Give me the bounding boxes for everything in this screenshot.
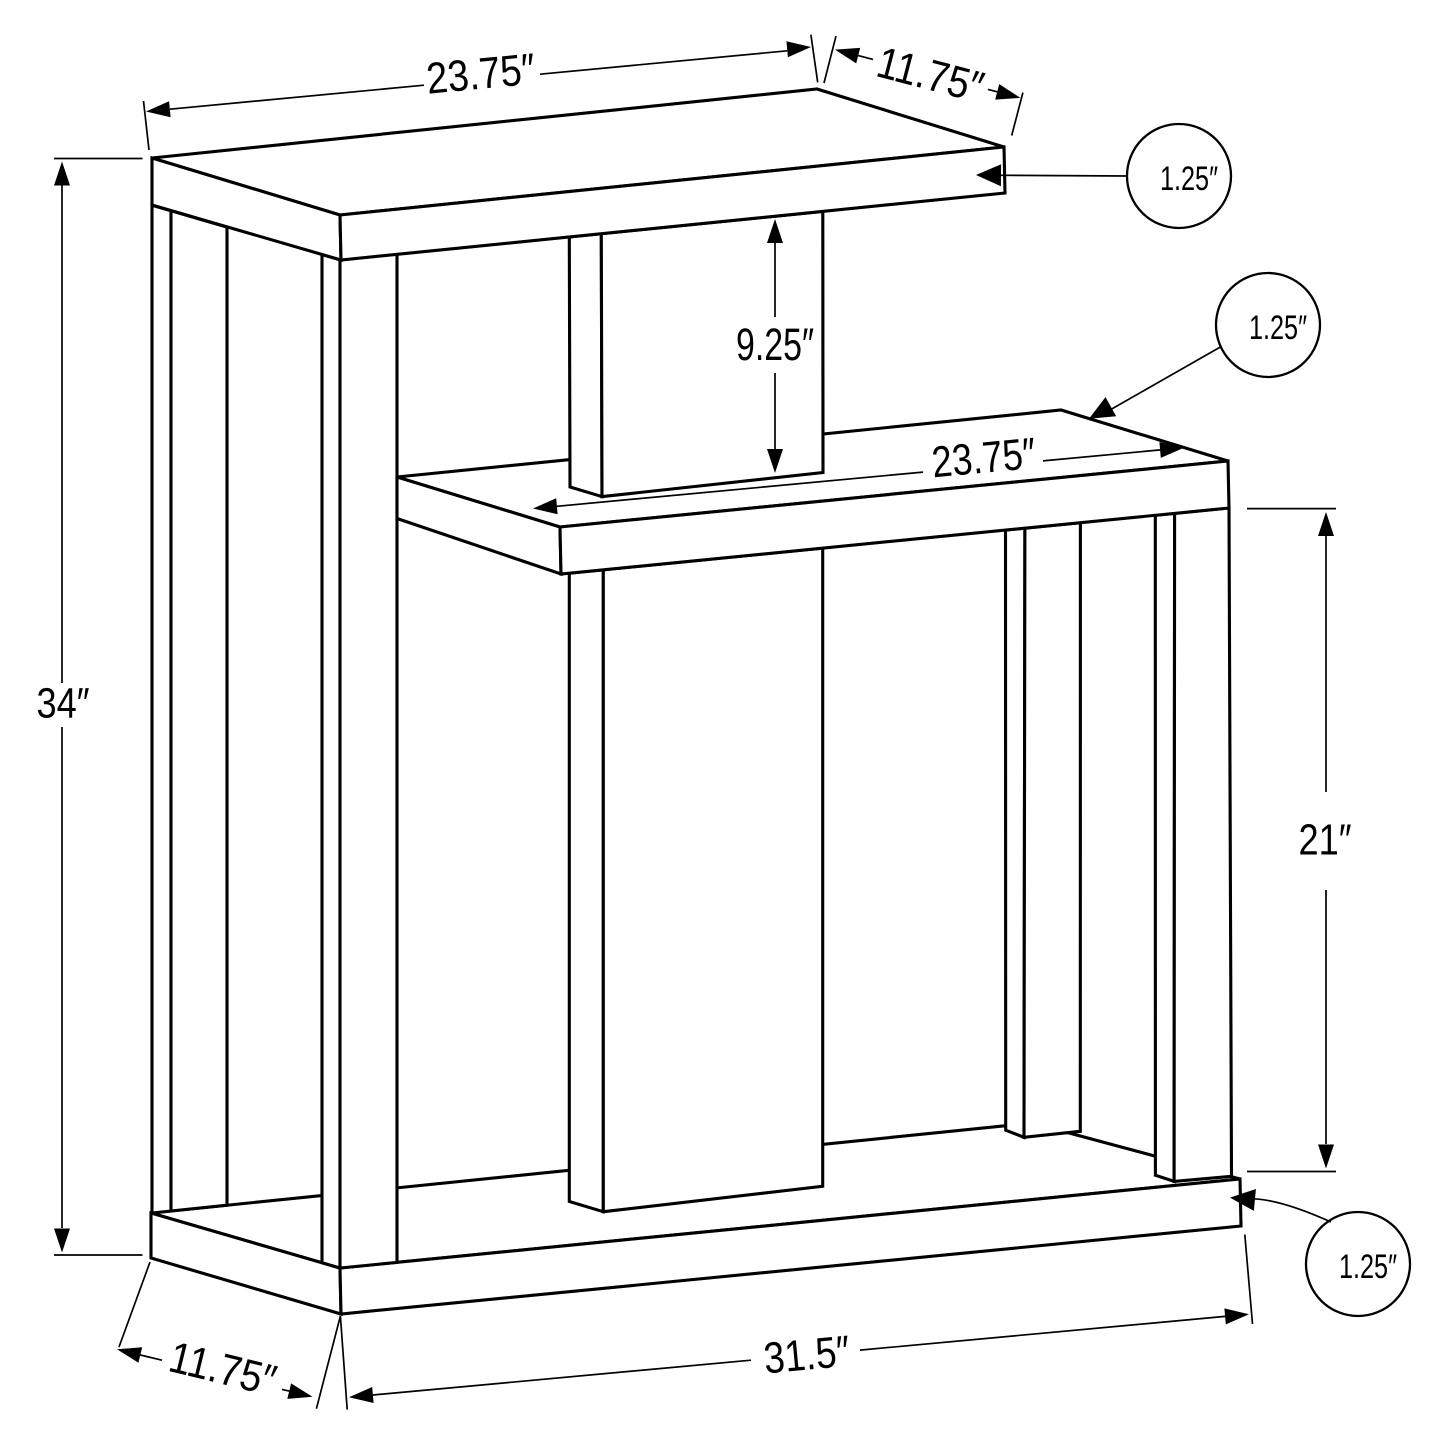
svg-text:1.25″: 1.25″ [1249, 309, 1307, 347]
svg-text:23.75″: 23.75″ [424, 45, 537, 104]
svg-text:9.25″: 9.25″ [736, 319, 814, 370]
svg-text:21″: 21″ [1299, 816, 1352, 865]
svg-text:31.5″: 31.5″ [762, 1327, 852, 1384]
svg-text:34″: 34″ [37, 679, 90, 727]
svg-text:1.25″: 1.25″ [1160, 160, 1218, 198]
svg-text:1.25″: 1.25″ [1339, 1248, 1397, 1286]
svg-text:23.75″: 23.75″ [930, 429, 1038, 487]
